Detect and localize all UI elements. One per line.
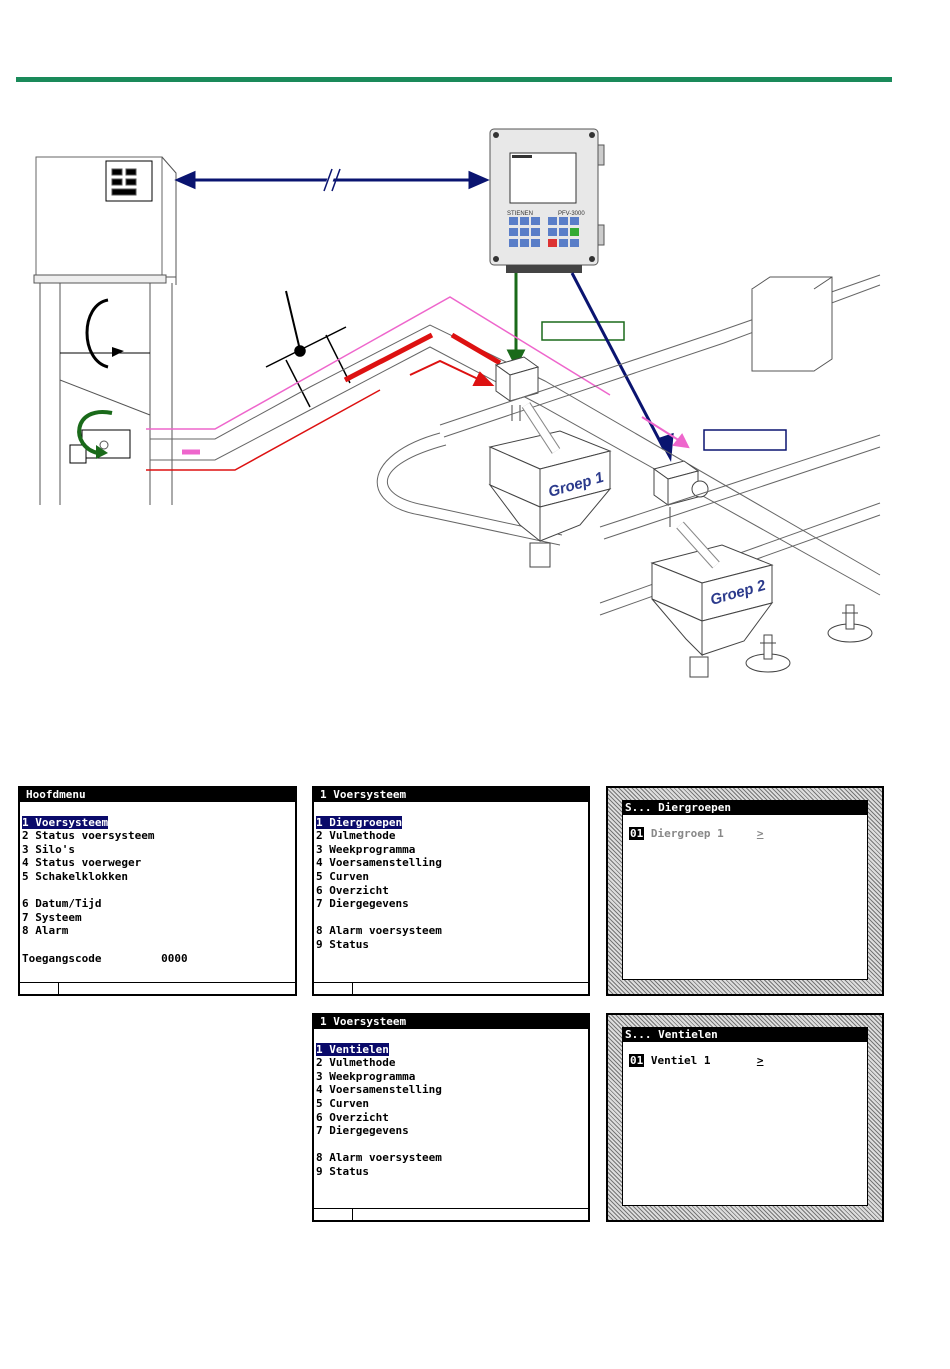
menu-item[interactable]: 3 Weekprogramma bbox=[316, 842, 416, 856]
menu-item[interactable]: 3 Silo's bbox=[22, 842, 75, 856]
screen-title: S... Diergroepen bbox=[623, 801, 867, 815]
menu-item[interactable]: 4 Voersamenstelling bbox=[316, 1083, 442, 1097]
menu-item[interactable]: 8 Alarm voersysteem bbox=[316, 1151, 442, 1165]
menu-item[interactable]: 4 Voersamenstelling bbox=[316, 856, 442, 870]
feed-system-diagram: STIENEN PFV-3000 bbox=[33, 128, 881, 678]
menu-item[interactable]: 6 Datum/Tijd bbox=[22, 897, 102, 911]
svg-text:PFV-3000: PFV-3000 bbox=[558, 211, 585, 217]
item-label: Diergroep 1 bbox=[650, 827, 724, 840]
valve-2 bbox=[652, 460, 709, 527]
menu-item[interactable]: 6 Overzicht bbox=[316, 1110, 389, 1124]
screen-footer bbox=[314, 1208, 588, 1220]
menu-item[interactable]: 8 Alarm bbox=[22, 924, 69, 938]
menu-item[interactable]: 6 Overzicht bbox=[316, 883, 389, 897]
menu-item[interactable]: 5 Curven bbox=[316, 869, 369, 883]
diergroep-item[interactable]: 01 Diergroep 1 > bbox=[629, 827, 763, 840]
menu-spacer bbox=[20, 938, 295, 952]
menu-item[interactable]: 2 Vulmethode bbox=[316, 829, 396, 843]
menu-item[interactable]: Toegangscode 0000 bbox=[22, 951, 188, 965]
controller-unit: STIENEN PFV-3000 bbox=[489, 128, 605, 273]
screen-title: S... Ventielen bbox=[623, 1028, 867, 1042]
screen-footer bbox=[314, 982, 588, 994]
screen-title: Hoofdmenu bbox=[20, 788, 295, 802]
item-number: 01 bbox=[629, 827, 645, 840]
rotation-arrow-green bbox=[77, 410, 113, 459]
valve-label-box-1 bbox=[541, 321, 625, 341]
menu-item[interactable]: 2 Status voersysteem bbox=[22, 829, 155, 843]
pink-route bbox=[146, 296, 611, 430]
red-route bbox=[146, 389, 381, 471]
sensor-indicator bbox=[265, 290, 351, 408]
valve-label-box-2 bbox=[703, 429, 787, 451]
ventiel-item[interactable]: 01 Ventiel 1 > bbox=[629, 1054, 763, 1067]
screen-title: 1 Voersysteem bbox=[314, 1015, 588, 1029]
menu-item[interactable]: 1 Diergroepen bbox=[316, 815, 403, 829]
rotation-arrow-black bbox=[85, 298, 124, 369]
menu-item[interactable]: 2 Vulmethode bbox=[316, 1056, 396, 1070]
red-arrow bbox=[409, 359, 495, 386]
screen-diergroepen: S... Diergroepen 01 Diergroep 1 > bbox=[606, 786, 884, 996]
red-thick bbox=[343, 332, 434, 383]
menu-item[interactable]: 1 Voersysteem bbox=[22, 815, 109, 829]
header-rule bbox=[16, 77, 892, 82]
svg-text:STIENEN: STIENEN bbox=[507, 211, 533, 217]
chevron-right-icon[interactable]: > bbox=[756, 1054, 764, 1067]
menu-item[interactable]: 5 Schakelklokken bbox=[22, 869, 128, 883]
valve-1 bbox=[494, 356, 540, 421]
drinkers bbox=[745, 604, 873, 673]
screen-title: 1 Voersysteem bbox=[314, 788, 588, 802]
screen-footer bbox=[20, 982, 295, 994]
menu-item[interactable]: 4 Status voerweger bbox=[22, 856, 142, 870]
menu-item[interactable]: 9 Status bbox=[316, 1164, 369, 1178]
item-label: Ventiel 1 bbox=[650, 1054, 711, 1067]
menu-item[interactable]: 5 Curven bbox=[316, 1096, 369, 1110]
valve-signal-1 bbox=[506, 273, 526, 369]
valve-signal-2 bbox=[570, 272, 674, 462]
communication-link bbox=[174, 167, 490, 193]
chevron-right-icon[interactable]: > bbox=[756, 827, 764, 840]
menu-item[interactable]: 8 Alarm voersysteem bbox=[316, 924, 442, 938]
menu-item[interactable]: 7 Systeem bbox=[22, 910, 82, 924]
menu-spacer bbox=[314, 911, 588, 925]
menu-spacer bbox=[314, 1138, 588, 1152]
wall-device bbox=[751, 276, 833, 372]
screen-ventielen: S... Ventielen 01 Ventiel 1 > bbox=[606, 1013, 884, 1222]
menu-item[interactable]: 3 Weekprogramma bbox=[316, 1069, 416, 1083]
menu-item[interactable]: 7 Diergegevens bbox=[316, 897, 409, 911]
menu-item[interactable]: 9 Status bbox=[316, 937, 369, 951]
silo-control-box bbox=[105, 160, 153, 202]
hopper-group-1 bbox=[488, 402, 612, 568]
feed-pipe bbox=[150, 324, 881, 596]
menu-item[interactable]: 1 Ventielen bbox=[316, 1042, 389, 1056]
pink-pointer bbox=[641, 416, 690, 449]
menu-item[interactable]: 7 Diergegevens bbox=[316, 1124, 409, 1138]
menu-spacer bbox=[20, 884, 295, 898]
hopper-group-2 bbox=[650, 521, 774, 678]
item-number: 01 bbox=[629, 1054, 645, 1067]
